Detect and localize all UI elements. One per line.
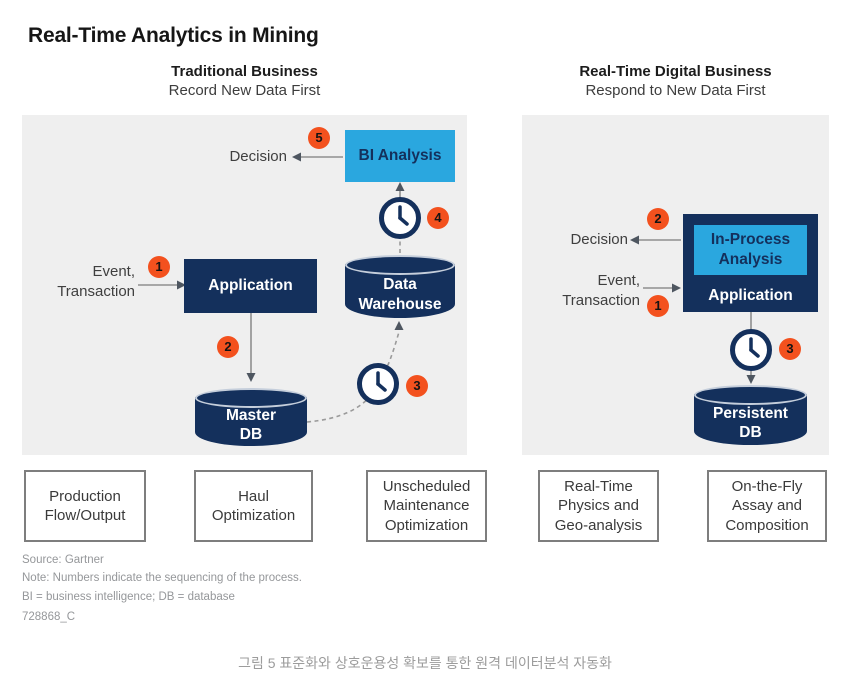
left-subheading: Record New Data First xyxy=(168,82,321,99)
cylinder-top xyxy=(694,385,807,405)
step-badge-3: 3 xyxy=(779,338,801,360)
sequencing-note: Note: Numbers indicate the sequencing of… xyxy=(22,572,302,584)
persistent-db-label: Persistent DB xyxy=(713,404,788,441)
use-case-box-realtime-physics: Real-Time Physics and Geo-analysis xyxy=(538,470,659,542)
right-subheading: Respond to New Data First xyxy=(585,82,766,99)
event-arrow xyxy=(138,280,186,290)
decision-arrow xyxy=(292,152,343,162)
application-to-persistentdb-arrow xyxy=(746,312,756,384)
use-case-box-haul-optimization: Haul Optimization xyxy=(194,470,313,542)
data-warehouse-label: Data Warehouse xyxy=(358,276,442,313)
event-arrow xyxy=(643,283,681,293)
cylinder-top xyxy=(195,388,307,408)
step-badge-2: 2 xyxy=(217,336,239,358)
use-case-box-unscheduled-maintenance: Unscheduled Maintenance Optimization xyxy=(366,470,487,542)
left-heading: Traditional Business xyxy=(171,63,318,80)
bi-analysis-box: BI Analysis xyxy=(345,130,455,182)
right-decision-label: Decision xyxy=(570,231,628,248)
master-db-cylinder: Master DB xyxy=(195,388,307,446)
left-event-transaction-label: Event, Transaction xyxy=(57,263,135,300)
decision-arrow xyxy=(630,235,681,245)
step-badge-3: 3 xyxy=(406,375,428,397)
step-badge-2: 2 xyxy=(647,208,669,230)
right-column-header: Real-Time Digital Business Respond to Ne… xyxy=(522,62,829,100)
korean-figure-caption: 그림 5 표준화와 상호운용성 확보를 통한 원격 데이터분석 자동화 xyxy=(238,655,612,671)
left-application-box: Application xyxy=(184,259,317,313)
right-application-label: Application xyxy=(708,287,793,304)
clock-icon xyxy=(730,329,772,371)
cylinder-top xyxy=(345,255,455,275)
right-panel-flow-arrows xyxy=(630,235,756,384)
clock-icon xyxy=(379,197,421,239)
figure-title: Real-Time Analytics in Mining xyxy=(28,24,319,47)
step-badge-5: 5 xyxy=(308,127,330,149)
clock-icon xyxy=(357,363,399,405)
abbreviation-legend: BI = business intelligence; DB = databas… xyxy=(22,591,235,603)
step-badge-4: 4 xyxy=(427,207,449,229)
left-decision-label: Decision xyxy=(229,148,287,165)
right-application-box: In-Process Analysis Application xyxy=(683,214,818,312)
use-case-box-production-flow: Production Flow/Output xyxy=(24,470,146,542)
real-time-digital-panel: In-Process Analysis Application Decision… xyxy=(522,115,829,455)
source-note: Source: Gartner xyxy=(22,554,104,566)
use-case-box-onthefly-assay: On-the-Fly Assay and Composition xyxy=(707,470,827,542)
application-to-masterdb-arrow xyxy=(246,313,256,382)
left-panel-flow-arrows xyxy=(138,152,405,423)
step-badge-1: 1 xyxy=(148,256,170,278)
traditional-business-panel: BI Analysis Decision Event, Transaction … xyxy=(22,115,467,455)
in-process-analysis-box: In-Process Analysis xyxy=(694,225,807,275)
data-warehouse-cylinder: Data Warehouse xyxy=(345,255,455,318)
masterdb-to-warehouse-dashed-arrow xyxy=(306,321,404,423)
persistent-db-cylinder: Persistent DB xyxy=(694,385,807,445)
figure-id: 728868_C xyxy=(22,611,76,623)
right-heading: Real-Time Digital Business xyxy=(579,63,772,80)
left-column-header: Traditional Business Record New Data Fir… xyxy=(22,62,467,100)
right-event-transaction-label: Event, Transaction xyxy=(562,272,640,309)
step-badge-1: 1 xyxy=(647,295,669,317)
master-db-label: Master DB xyxy=(226,406,276,443)
